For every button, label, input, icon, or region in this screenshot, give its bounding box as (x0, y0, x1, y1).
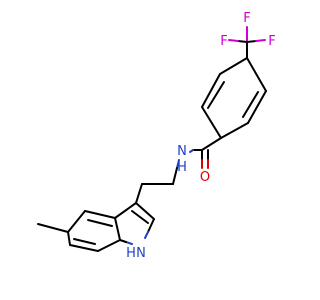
bond (147, 218, 155, 233)
bond (246, 57, 267, 92)
benzene-ring (201, 57, 267, 139)
amide-hydrogen: H (177, 160, 187, 175)
bond (67, 231, 71, 246)
indole-ring-system (67, 202, 155, 252)
carbonyl-oxygen: O (200, 170, 210, 185)
indole-hydrogen: H (126, 246, 136, 261)
bond (119, 239, 127, 243)
bond (201, 73, 221, 108)
bond (246, 40, 257, 43)
bond (135, 183, 143, 204)
bond (131, 210, 149, 224)
bond (242, 91, 259, 118)
bond (172, 167, 178, 185)
bond (220, 122, 249, 139)
bond (201, 137, 222, 151)
bond (125, 241, 133, 245)
bond (84, 210, 116, 219)
bond (237, 40, 248, 43)
fluorine-atom-top: F (243, 11, 250, 26)
bond (189, 149, 194, 153)
bond (219, 57, 248, 75)
bond (114, 202, 137, 219)
bond (69, 244, 99, 252)
bond (135, 202, 155, 220)
methyl-bond (37, 223, 69, 233)
fluorine-atom-left: F (220, 34, 227, 49)
bond (97, 239, 121, 252)
bond (255, 39, 266, 42)
bond (67, 210, 86, 233)
bond (87, 219, 113, 227)
bond (176, 159, 180, 169)
indole-nitrogen: N (136, 246, 146, 261)
amide-nitrogen: N (177, 144, 187, 159)
amide-group (189, 137, 222, 169)
bond (73, 238, 96, 245)
bond (207, 81, 225, 109)
bond (247, 90, 267, 124)
bond (228, 39, 239, 42)
ethyl-linker (135, 159, 180, 204)
bond (144, 231, 149, 239)
molecule-structure: F F F N H O H N (37, 11, 276, 261)
fluorine-atom-right: F (268, 34, 275, 49)
bond (114, 217, 121, 241)
bond (201, 106, 222, 139)
trifluoromethyl-group (228, 26, 266, 59)
